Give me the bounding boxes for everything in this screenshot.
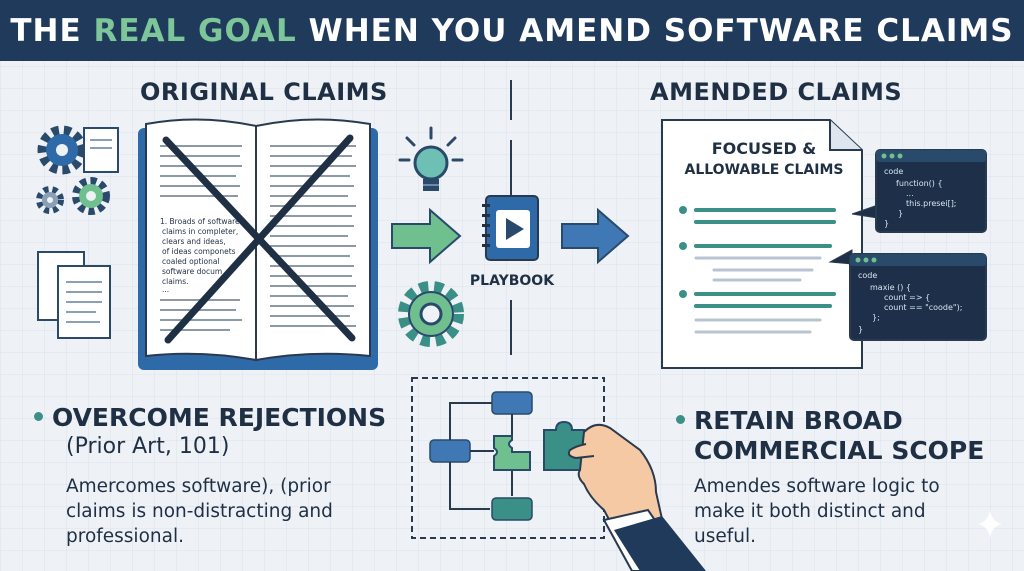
playbook-icon <box>482 196 538 260</box>
book-line: claims in completer, <box>162 227 238 236</box>
overcome-rejections-title: OVERCOME REJECTIONS <box>34 403 386 432</box>
puzzle-piece <box>494 436 530 470</box>
documents-icon <box>38 252 110 338</box>
retain-scope-title: RETAIN BROAD <box>676 406 903 435</box>
code-line: this.presei[]; <box>906 199 957 208</box>
open-book: 1. Broads of software claims in complete… <box>138 119 378 370</box>
right-body-line: useful. <box>694 524 940 549</box>
code-panel-1: code function() { ... this.presei[]; } } <box>852 150 986 232</box>
blue-arrow-icon <box>562 210 628 262</box>
focused-title-line-2: ALLOWABLE CLAIMS <box>684 162 843 178</box>
amended-document: FOCUSED & ALLOWABLE CLAIMS <box>662 120 862 368</box>
bullet-dot <box>34 412 43 421</box>
sparkle-icon <box>978 510 1002 538</box>
left-body-line: claims is non-distracting and <box>66 499 333 524</box>
retain-scope-label-1: RETAIN BROAD <box>694 406 903 435</box>
code-line: count == "coode"); <box>884 303 962 312</box>
code-line: count => { <box>884 293 930 302</box>
book-line: of ideas componets <box>162 247 236 256</box>
playbook-label: PLAYBOOK <box>470 273 555 289</box>
hand-icon <box>569 425 706 571</box>
code-line: code <box>858 271 877 280</box>
lightbulb-icon <box>400 128 462 191</box>
code-line: maxie () { <box>870 283 911 292</box>
right-body-text: Amendes software logic to make it both d… <box>694 474 940 549</box>
left-body-line: Amercomes software), (prior <box>66 474 333 499</box>
code-line: } <box>884 219 889 228</box>
left-body-line: professional. <box>66 524 333 549</box>
book-line: 1. Broads of software <box>160 217 240 226</box>
document-stack-icon <box>84 128 118 172</box>
book-line: software docum <box>162 267 222 276</box>
overcome-rejections-label: OVERCOME REJECTIONS <box>52 403 386 432</box>
book-line: coaled optional <box>162 257 220 266</box>
book-line: clears and ideas, <box>162 237 226 246</box>
green-arrow-icon <box>392 210 460 262</box>
code-line: code <box>884 167 903 176</box>
code-panel-2: code maxie () { count => { count == "coo… <box>830 250 986 340</box>
focused-title-line-1: FOCUSED & <box>712 139 817 158</box>
rejections-subtitle: (Prior Art, 101) <box>66 434 229 459</box>
retain-scope-title-2: COMMERCIAL SCOPE <box>694 436 984 465</box>
code-line: ... <box>906 189 914 198</box>
code-line: } <box>858 325 863 334</box>
code-line: }; <box>872 313 880 322</box>
right-body-line: Amendes software logic to <box>694 474 940 499</box>
code-line: } <box>898 209 903 218</box>
left-body-text: Amercomes software), (prior claims is no… <box>66 474 333 549</box>
code-line: function() { <box>896 179 943 188</box>
book-line: ... <box>162 285 169 294</box>
right-body-line: make it both distinct and <box>694 499 940 524</box>
gear-icon <box>403 286 459 342</box>
bullet-dot <box>676 415 685 424</box>
